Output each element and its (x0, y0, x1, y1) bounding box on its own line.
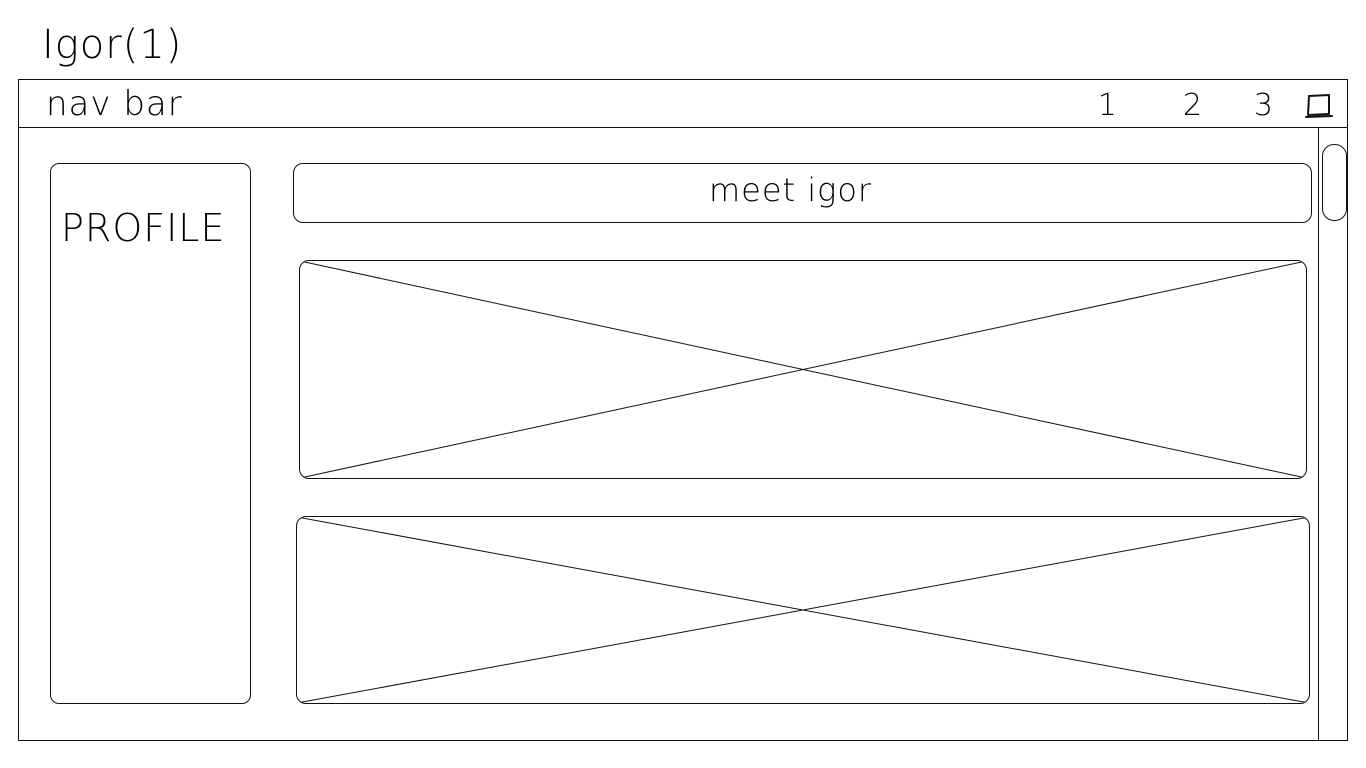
meet-igor-header: meet igor (293, 163, 1312, 223)
sidebar-label: PROFILE (61, 206, 226, 250)
nav-link-1[interactable]: 1 (1097, 88, 1117, 123)
image-placeholder-icon (300, 261, 1306, 478)
nav-bar: nav bar 1 2 3 (19, 80, 1347, 128)
sketch-title: Igor(1) (42, 22, 183, 68)
nav-links: 1 2 3 (1098, 88, 1333, 124)
scrollbar-thumb[interactable] (1322, 144, 1347, 221)
menu-square-icon[interactable] (1305, 92, 1333, 120)
nav-bar-label: nav bar (46, 84, 183, 124)
nav-link-2[interactable]: 2 (1182, 88, 1202, 123)
nav-link-3[interactable]: 3 (1253, 88, 1273, 123)
header-label: meet igor (708, 171, 873, 209)
image-placeholder-2 (296, 516, 1310, 704)
image-placeholder-icon (297, 517, 1309, 703)
profile-sidebar[interactable]: PROFILE (50, 163, 251, 704)
image-placeholder-1 (299, 260, 1307, 479)
browser-frame: nav bar 1 2 3 PROFILE meet igor (18, 79, 1348, 741)
scrollbar-track[interactable] (1318, 128, 1348, 741)
